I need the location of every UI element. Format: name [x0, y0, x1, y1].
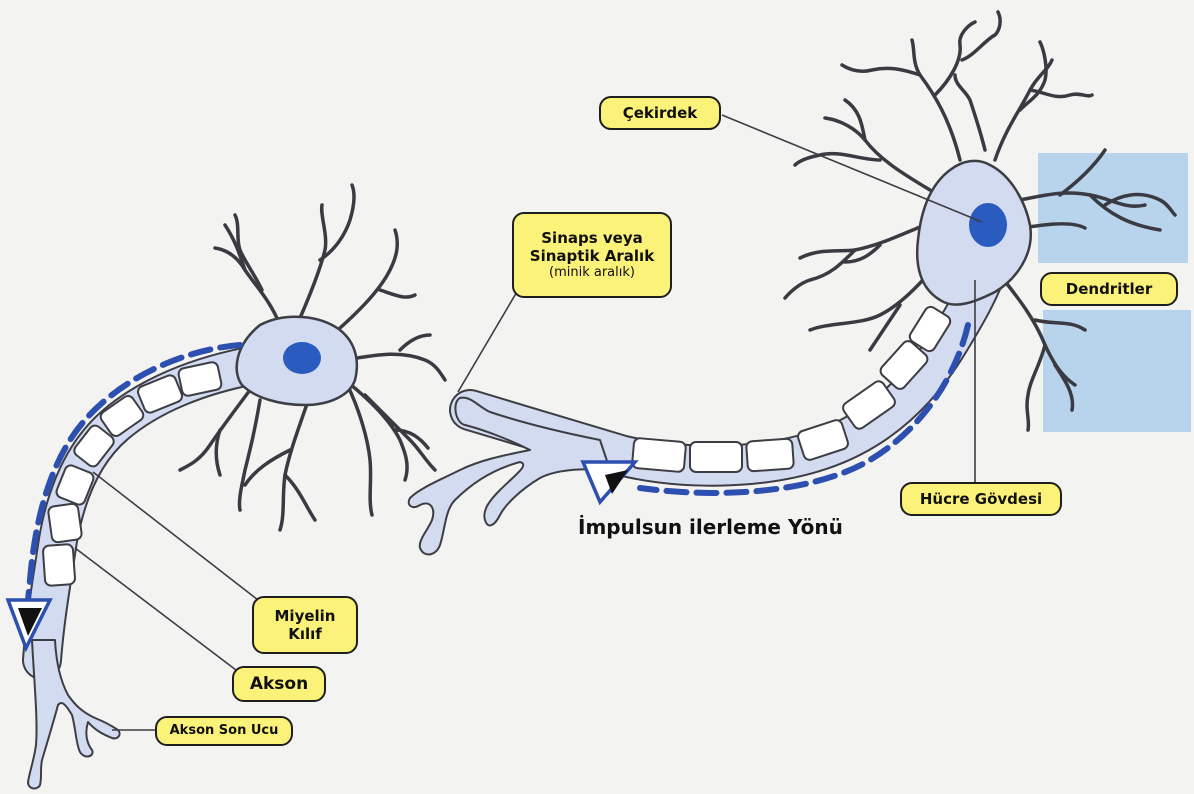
- impulse-direction-caption: İmpulsun ilerleme Yönü: [578, 515, 843, 539]
- left-axon-terminals: [28, 640, 120, 788]
- arrowhead-right: [583, 462, 635, 502]
- label-miyelin-line2: Kılıf: [288, 625, 322, 643]
- label-sinaps: Sinaps veya Sinaptik Aralık (minik aralı…: [512, 212, 672, 298]
- label-hucre-govdesi: Hücre Gövdesi: [900, 482, 1062, 516]
- label-miyelin-kilif: Miyelin Kılıf: [252, 596, 358, 654]
- label-dendritler-text: Dendritler: [1066, 280, 1152, 298]
- dendrite-highlight-box-bottom: [1043, 310, 1191, 432]
- label-hucre-govdesi-text: Hücre Gövdesi: [920, 490, 1042, 508]
- label-cekirdek: Çekirdek: [599, 96, 721, 130]
- label-akson-son-ucu: Akson Son Ucu: [155, 716, 293, 746]
- label-dendritler: Dendritler: [1040, 272, 1178, 306]
- label-miyelin-line1: Miyelin: [275, 607, 336, 625]
- label-sinaps-line2: Sinaptik Aralık: [530, 247, 654, 265]
- label-akson-text: Akson: [250, 674, 308, 694]
- leader-line-akson: [75, 548, 236, 670]
- right-nucleus: [969, 203, 1007, 247]
- dendrite-highlight-box-top: [1038, 153, 1188, 263]
- leader-line-cekirdek: [722, 115, 982, 222]
- label-akson: Akson: [232, 666, 326, 702]
- left-nucleus: [283, 342, 321, 374]
- label-sinaps-note: (minik aralık): [549, 265, 635, 281]
- label-akson-son-ucu-text: Akson Son Ucu: [170, 723, 279, 739]
- label-sinaps-line1: Sinaps veya: [541, 229, 642, 247]
- leader-line-sinaps: [458, 290, 518, 392]
- label-cekirdek-text: Çekirdek: [623, 104, 698, 122]
